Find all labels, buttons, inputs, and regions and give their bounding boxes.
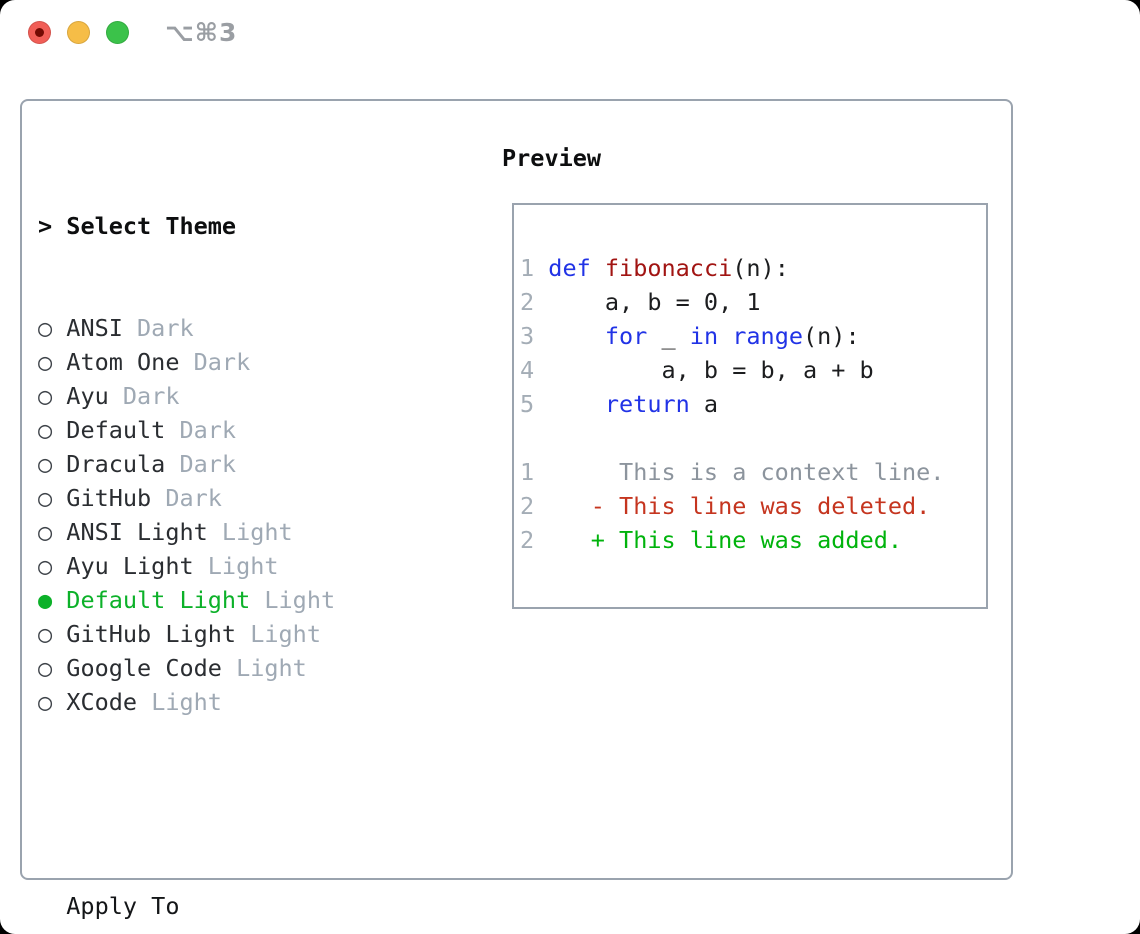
- theme-name: Dracula: [66, 450, 166, 478]
- radio-icon: ○: [38, 382, 67, 410]
- code-line: 3 for _ in range(n):: [520, 322, 860, 350]
- radio-icon: ○: [38, 348, 67, 376]
- code-line: 1 This is a context line.: [520, 458, 945, 486]
- zoom-button[interactable]: [106, 20, 129, 44]
- radio-icon: ○: [38, 314, 67, 342]
- theme-list-column: > Select Theme ○ ANSI Dark○ Atom One Dar…: [38, 141, 434, 934]
- theme-selector-panel: > Select Theme ○ ANSI Dark○ Atom One Dar…: [20, 99, 1013, 920]
- close-modified-dot: [35, 27, 44, 37]
- theme-option-github-dark[interactable]: ○ GitHub Dark: [38, 481, 434, 515]
- radio-icon: ○: [38, 416, 67, 444]
- theme-mode-tag: Dark: [108, 382, 180, 410]
- theme-name: Ayu: [66, 382, 109, 410]
- code-line: 2 + This line was added.: [520, 526, 903, 554]
- theme-mode-tag: Light: [193, 552, 279, 580]
- theme-mode-tag: Light: [250, 586, 336, 614]
- apply-to-header: Apply To: [66, 892, 180, 920]
- select-theme-header: > Select Theme: [38, 209, 434, 243]
- radio-icon: ○: [38, 552, 67, 580]
- code-line: 5 return a: [520, 390, 719, 418]
- theme-mode-tag: Dark: [151, 484, 222, 512]
- theme-option-dracula-dark[interactable]: ○ Dracula Dark: [38, 447, 434, 481]
- theme-name: GitHub: [66, 484, 152, 512]
- radio-icon: ○: [38, 484, 67, 512]
- theme-option-default-dark[interactable]: ○ Default Dark: [38, 413, 434, 447]
- theme-mode-tag: Light: [137, 688, 222, 716]
- theme-name: ANSI Light: [66, 518, 208, 546]
- theme-mode-tag: Dark: [122, 314, 194, 342]
- radio-selected-icon: ●: [38, 586, 67, 614]
- select-theme-title: Select Theme: [66, 212, 237, 240]
- theme-option-ansi-light-light[interactable]: ○ ANSI Light Light: [38, 515, 434, 549]
- radio-icon: ○: [38, 620, 67, 648]
- theme-name: Google Code: [66, 654, 222, 682]
- minimize-button[interactable]: [67, 20, 90, 44]
- code-line: 4 a, b = b, a + b: [520, 356, 874, 384]
- code-line: [520, 421, 980, 455]
- code-line: 2 a, b = 0, 1: [520, 288, 761, 316]
- theme-option-atom-one-dark[interactable]: ○ Atom One Dark: [38, 345, 434, 379]
- theme-name: Default: [66, 416, 166, 444]
- theme-mode-tag: Light: [236, 620, 321, 648]
- radio-icon: ○: [38, 688, 67, 716]
- theme-name: GitHub Light: [66, 620, 237, 648]
- code-line: 1 def fibonacci(n):: [520, 254, 789, 282]
- theme-option-ayu-dark[interactable]: ○ Ayu Dark: [38, 379, 434, 413]
- theme-mode-tag: Dark: [165, 416, 237, 444]
- theme-option-ansi-dark[interactable]: ○ ANSI Dark: [38, 311, 434, 345]
- theme-name: Default Light: [66, 586, 251, 614]
- prompt-caret: >: [38, 212, 67, 240]
- theme-option-default-light-light[interactable]: ● Default Light Light: [38, 583, 434, 617]
- code-line: 2 - This line was deleted.: [520, 492, 931, 520]
- theme-name: Ayu Light: [66, 552, 194, 580]
- radio-icon: ○: [38, 450, 67, 478]
- radio-icon: ○: [38, 654, 67, 682]
- theme-option-google-code-light[interactable]: ○ Google Code Light: [38, 651, 434, 685]
- theme-name: XCode: [66, 688, 138, 716]
- close-button[interactable]: [28, 20, 51, 44]
- theme-option-ayu-light-light[interactable]: ○ Ayu Light Light: [38, 549, 434, 583]
- theme-name: Atom One: [66, 348, 180, 376]
- spacer: [38, 787, 434, 821]
- titlebar: ⌥⌘3: [0, 0, 1140, 64]
- preview-title: Preview: [502, 144, 602, 172]
- theme-name: ANSI: [66, 314, 123, 342]
- preview-code: 1 def fibonacci(n): 2 a, b = 0, 1 3 for _ …: [514, 205, 986, 557]
- theme-list: ○ ANSI Dark○ Atom One Dark○ Ayu Dark○ De…: [38, 311, 434, 719]
- radio-icon: ○: [38, 518, 67, 546]
- theme-mode-tag: Light: [207, 518, 293, 546]
- theme-option-github-light-light[interactable]: ○ GitHub Light Light: [38, 617, 434, 651]
- preview-box: 1 def fibonacci(n): 2 a, b = 0, 1 3 for _ …: [512, 203, 988, 609]
- theme-mode-tag: Light: [221, 654, 307, 682]
- theme-option-xcode-light[interactable]: ○ XCode Light: [38, 685, 434, 719]
- window-title: ⌥⌘3: [165, 17, 238, 47]
- theme-mode-tag: Dark: [179, 348, 251, 376]
- theme-mode-tag: Dark: [165, 450, 237, 478]
